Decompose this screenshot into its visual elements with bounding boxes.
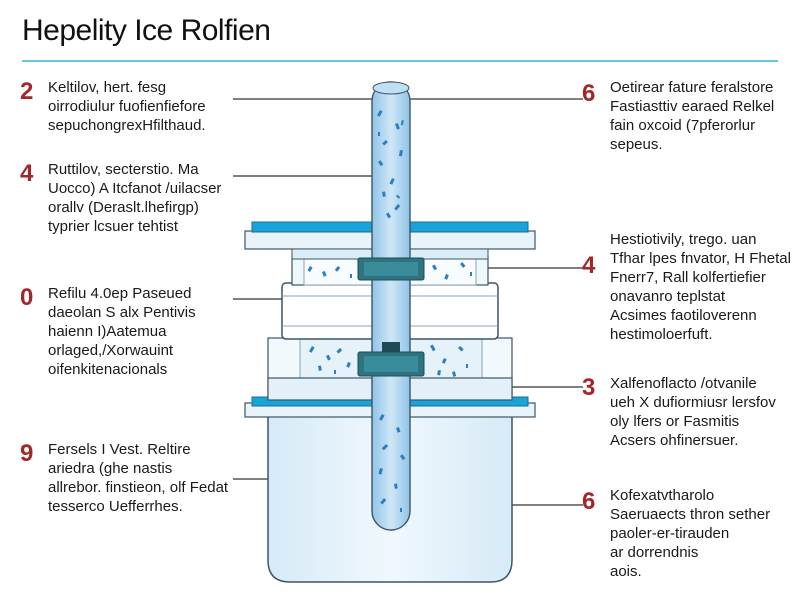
callout-text-line: fain oxcoid (7pferorlur <box>610 117 756 134</box>
callout-text-line: sepeus. <box>610 136 663 153</box>
callout-left-4: 9 Fersels I Vest. Reltire ariedra (ghe n… <box>20 440 229 516</box>
lower-seal-cap <box>382 342 400 352</box>
callout-text-line: tesserco Uefferrhes. <box>48 498 183 515</box>
particles <box>307 110 472 512</box>
callout-text-line: onavanro teplstat <box>610 288 726 305</box>
title-divider <box>22 60 778 62</box>
callout-number: 2 <box>20 78 34 105</box>
callout-text-line: Kofexatvtharolo <box>610 487 715 504</box>
callout-text-line: allrebor. finstieon, olf Fedat <box>48 479 229 496</box>
callout-text-line: Saeruaects thron sether <box>610 506 771 523</box>
callout-left-1: 2 Keltilov, hert. fesg oirrodiulur fuofi… <box>20 78 206 135</box>
callout-right-4: 6 Kofexatvtharolo Saeruaects thron sethe… <box>582 486 771 581</box>
central-tube <box>371 81 411 531</box>
callout-text-line: ariedra (ghe nastis <box>48 460 173 477</box>
callout-text-line: ar dorrendnis <box>610 544 699 561</box>
callout-text-line: Fersels I Vest. Reltire <box>48 441 191 458</box>
callout-text-line: paoler-er-tirauden <box>610 525 730 542</box>
callout-text-line: sepuchongrexHfilthaud. <box>48 117 206 134</box>
callout-text-line: orallv (Deraslt.lhefirgp) <box>48 199 199 216</box>
callout-left-3: 0 Refilu 4.0ep Paseued daeolan S alx Pen… <box>20 284 196 379</box>
callout-text-line: Refilu 4.0ep Paseued <box>48 285 192 302</box>
callout-text-line: aois. <box>610 563 642 580</box>
callout-text-line: Tfhar lpes fnvator, H Fhetal <box>610 250 791 267</box>
callout-right-2: 4 Hestiotivily, trego. uan Tfhar lpes fn… <box>582 230 791 344</box>
callout-number: 0 <box>20 284 34 311</box>
callout-text-line: ueh X dufiormiusr lersfov <box>610 394 776 411</box>
callout-number: 6 <box>582 488 596 515</box>
callout-text-line: Acsers ohfinersuer. <box>610 432 739 449</box>
callout-text-line: hestimoloerfuft. <box>610 326 713 343</box>
callout-text-line: Ruttilov, secterstio. Ma <box>48 161 199 178</box>
callout-text-line: haienn I)Aatemua <box>48 323 167 340</box>
diagram-title: Hepelity Ice Rolfien <box>22 14 271 47</box>
callout-number: 9 <box>20 440 34 467</box>
callout-text-line: typrier lcsuer tehtist <box>48 218 179 235</box>
callout-number: 3 <box>582 374 596 401</box>
callout-text-line: daeolan S alx Pentivis <box>48 304 196 321</box>
callout-number: 4 <box>20 160 34 187</box>
callout-text-line: Oetirear fature feralstore <box>610 79 774 96</box>
callout-text-line: Hestiotivily, trego. uan <box>610 231 757 248</box>
callout-text-line: Acsimes faotiloverenn <box>610 307 757 324</box>
callout-text-line: Fnerr7, Rall kolfertiefier <box>610 269 766 286</box>
callout-right-1: 6 Oetirear fature feralstore Fastiasttiv… <box>582 78 775 154</box>
callout-text-line: Uocco) A Itcfanot /uilacser <box>48 180 222 197</box>
callout-text-line: oirrodiulur fuofienfiefore <box>48 98 206 115</box>
callout-right-3: 3 Xalfenoflacto /otvanile ueh X dufiormi… <box>582 374 776 450</box>
callout-left-2: 4 Ruttilov, secterstio. Ma Uocco) A Itcf… <box>20 160 222 236</box>
callout-text-line: Fastiasttiv earaed Relkel <box>610 98 775 115</box>
callout-text-line: oifenkitenacionals <box>48 361 168 378</box>
callout-text-line: oly lfers or Fasmitis <box>610 413 740 430</box>
callout-text-line: orlaged,/Xorwauint <box>48 342 174 359</box>
callout-number: 4 <box>582 252 596 279</box>
callout-text-line: Keltilov, hert. fesg <box>48 79 167 96</box>
callout-text-line: Xalfenoflacto /otvanile <box>610 375 757 392</box>
callout-number: 6 <box>582 80 596 107</box>
